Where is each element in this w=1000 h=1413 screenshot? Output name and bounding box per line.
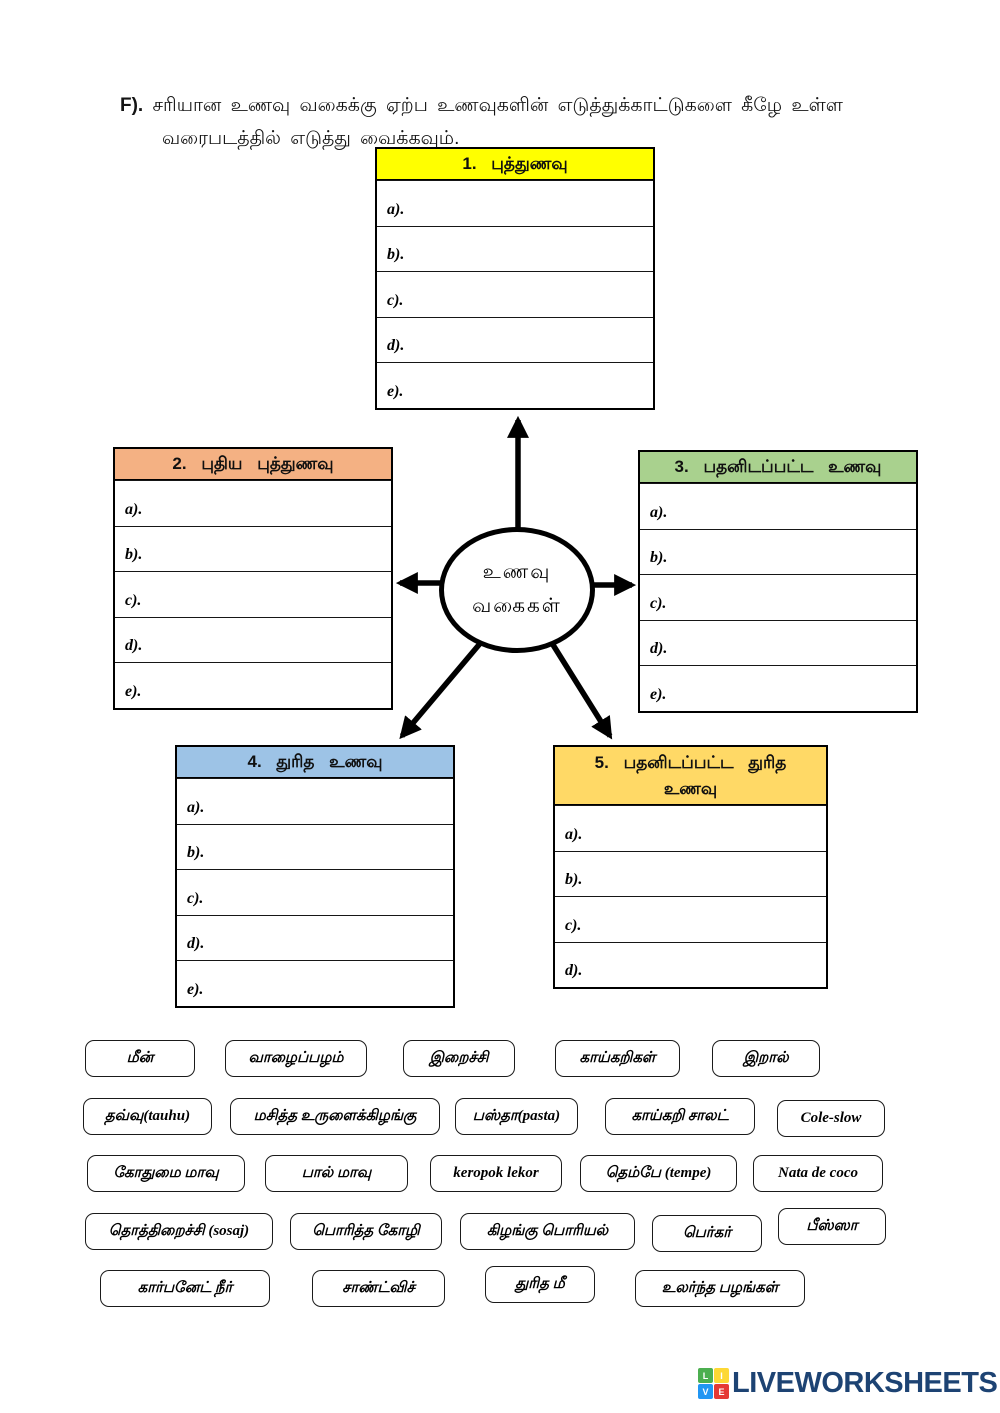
cell-label: e).: [650, 685, 667, 703]
word-tile-burger[interactable]: பெர்கர்: [652, 1215, 762, 1252]
cell-label: a).: [650, 503, 668, 521]
cell-label: e).: [387, 382, 404, 400]
cell-label: d).: [125, 637, 143, 655]
category-box-4: 4. துரித உணவு a). b). c). d). e).: [175, 745, 455, 1008]
cell-label: c).: [387, 291, 404, 309]
word-tile-dried-fruits[interactable]: உலர்ந்த பழங்கள்: [635, 1270, 805, 1307]
logo-square-e: E: [714, 1384, 729, 1399]
logo-square-l: L: [698, 1368, 713, 1383]
cell-label: b).: [650, 549, 668, 567]
category-box-3: 3. பதனிடப்பட்ட உணவு a). b). c). d). e).: [638, 450, 918, 713]
category-2-header: 2. புதிய புத்துணவு: [115, 449, 391, 480]
drop-cell-4e[interactable]: e).: [177, 960, 453, 1006]
drop-cell-3c[interactable]: c).: [640, 574, 916, 620]
drop-cell-1a[interactable]: a).: [377, 180, 653, 226]
cell-label: a).: [565, 825, 583, 843]
cell-label: d).: [565, 962, 583, 979]
word-tile-tempe[interactable]: தெம்பே (tempe): [580, 1155, 737, 1192]
word-tile-sosaj[interactable]: தொத்திறைச்சி (sosaj): [85, 1213, 273, 1250]
word-tile-kaikarikal[interactable]: காய்கறிகள்: [555, 1040, 680, 1077]
category-1-header: 1. புத்துணவு: [377, 149, 653, 180]
drop-cell-2e[interactable]: e).: [115, 662, 391, 708]
cell-label: d).: [650, 640, 668, 658]
drop-cell-5d[interactable]: d).: [555, 941, 826, 987]
word-tile-fried-tuber[interactable]: கிழங்கு பொரியல்: [460, 1213, 635, 1250]
cell-label: c).: [650, 594, 667, 612]
instruction-prefix: F).: [120, 95, 144, 116]
drop-cell-2c[interactable]: c).: [115, 571, 391, 617]
liveworksheets-logo[interactable]: L I V E LIVEWORKSHEETS: [698, 1367, 998, 1400]
category-box-2: 2. புதிய புத்துணவு a). b). c). d). e).: [113, 447, 393, 710]
cell-label: b).: [125, 546, 143, 564]
cell-label: c).: [565, 916, 582, 934]
word-tile-nata-de-coco[interactable]: Nata de coco: [753, 1155, 883, 1192]
word-tile-tauhu[interactable]: தவ்வு(tauhu): [83, 1098, 212, 1135]
drop-cell-4d[interactable]: d).: [177, 914, 453, 961]
word-tile-fried-chicken[interactable]: பொரித்த கோழி: [290, 1213, 442, 1250]
liveworksheets-logo-icon: L I V E: [698, 1368, 729, 1399]
word-tile-milk-powder[interactable]: பால் மாவு: [265, 1155, 408, 1192]
drop-cell-3e[interactable]: e).: [640, 665, 916, 711]
cell-label: a).: [387, 200, 405, 218]
cell-label: e).: [125, 682, 142, 700]
cell-label: d).: [387, 337, 405, 355]
drop-cell-5b[interactable]: b).: [555, 850, 826, 896]
drop-cell-5c[interactable]: c).: [555, 896, 826, 942]
center-node-line1: உணவு: [482, 560, 552, 583]
drop-cell-1b[interactable]: b).: [377, 225, 653, 272]
word-tile-mashed-potato[interactable]: மசித்த உருளைக்கிழங்கு: [230, 1098, 440, 1135]
drop-cell-2d[interactable]: d).: [115, 616, 391, 663]
word-tile-iraichchi[interactable]: இறைச்சி: [403, 1040, 515, 1077]
category-5-header: 5. பதனிடப்பட்ட துரித உணவு: [555, 747, 826, 805]
word-tile-instant-mee[interactable]: துரித மீ: [485, 1266, 595, 1303]
cell-label: a).: [187, 798, 205, 816]
cell-label: b).: [187, 844, 205, 862]
drop-cell-3d[interactable]: d).: [640, 619, 916, 666]
drop-cell-3b[interactable]: b).: [640, 528, 916, 575]
arrow-to-box4: [399, 638, 486, 740]
cell-label: b).: [565, 871, 583, 888]
drop-cell-4b[interactable]: b).: [177, 823, 453, 870]
word-tile-iraal[interactable]: இறால்: [712, 1040, 820, 1077]
logo-square-i: I: [714, 1368, 729, 1383]
category-3-header: 3. பதனிடப்பட்ட உணவு: [640, 452, 916, 483]
arrow-to-box5: [547, 638, 613, 740]
logo-square-v: V: [698, 1384, 713, 1399]
drop-cell-1d[interactable]: d).: [377, 316, 653, 363]
drop-cell-4a[interactable]: a).: [177, 778, 453, 824]
drop-cell-5a[interactable]: a).: [555, 805, 826, 851]
center-node-line2: வகைகள்: [472, 594, 562, 617]
drop-cell-3a[interactable]: a).: [640, 483, 916, 529]
cell-label: b).: [387, 246, 405, 264]
category-4-header: 4. துரித உணவு: [177, 747, 453, 778]
cell-label: c).: [187, 889, 204, 907]
word-tile-pizza[interactable]: பீஸ்ஸா: [778, 1208, 886, 1245]
word-tile-meen[interactable]: மீன்: [85, 1040, 195, 1077]
drop-cell-1e[interactable]: e).: [377, 362, 653, 408]
word-tile-vegetable-salad[interactable]: காய்கறி சாலட்: [605, 1098, 755, 1135]
word-tile-sandwich[interactable]: சாண்ட்விச்: [312, 1270, 445, 1307]
center-node: உணவு வகைகள்: [439, 527, 595, 653]
category-box-5: 5. பதனிடப்பட்ட துரித உணவு a). b). c). d)…: [553, 745, 828, 989]
liveworksheets-logo-text: LIVEWORKSHEETS: [732, 1367, 998, 1399]
category-box-1: 1. புத்துணவு a). b). c). d). e).: [375, 147, 655, 410]
word-tile-wheat-flour[interactable]: கோதுமை மாவு: [87, 1155, 245, 1192]
drop-cell-2a[interactable]: a).: [115, 480, 391, 526]
cell-label: c).: [125, 591, 142, 609]
cell-label: e).: [187, 980, 204, 998]
word-tile-cole-slow[interactable]: Cole-slow: [777, 1100, 885, 1137]
cell-label: a).: [125, 500, 143, 518]
word-tile-keropok-lekor[interactable]: keropok lekor: [430, 1155, 562, 1192]
drop-cell-1c[interactable]: c).: [377, 271, 653, 317]
word-tile-carbonated-water[interactable]: கார்பனேட் நீர்: [100, 1270, 270, 1307]
drop-cell-4c[interactable]: c).: [177, 869, 453, 915]
drop-cell-2b[interactable]: b).: [115, 525, 391, 572]
word-tile-pasta[interactable]: பஸ்தா(pasta): [455, 1098, 578, 1135]
instruction-body: சரியான உணவு வகைக்கு ஏற்ப உணவுகளின் எடுத்…: [152, 95, 843, 150]
word-tile-vazhaippazham[interactable]: வாழைப்பழம்: [225, 1040, 367, 1077]
instruction-text: F). சரியான உணவு வகைக்கு ஏற்ப உணவுகளின் எ…: [120, 89, 907, 156]
cell-label: d).: [187, 935, 205, 953]
